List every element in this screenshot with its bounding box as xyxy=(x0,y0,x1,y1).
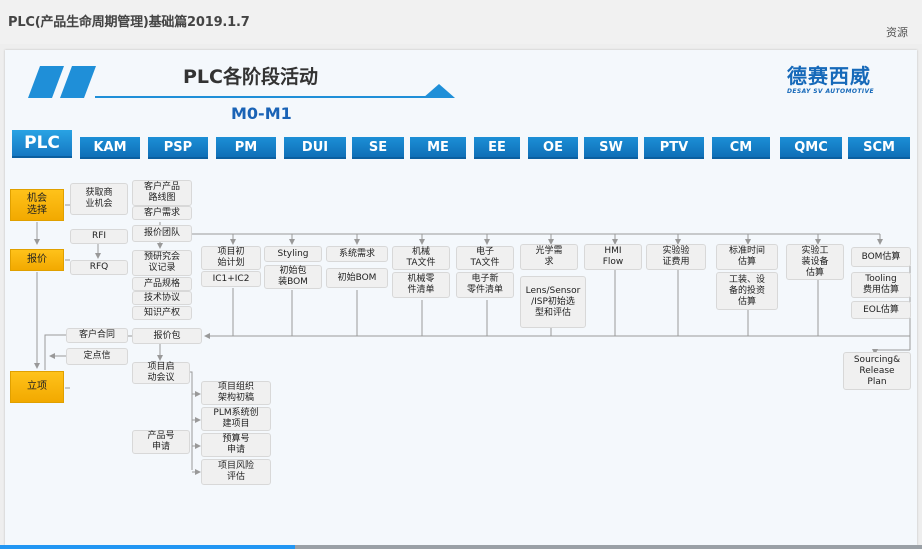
window-header: PLC(产品生命周期管理)基础篇2019.1.7 资源 xyxy=(0,0,922,44)
kam-rfi: RFI xyxy=(70,229,128,244)
dept-kam: KAM xyxy=(80,137,140,159)
stage-quote: 报价 xyxy=(10,249,64,271)
dept-pm: PM xyxy=(216,137,276,159)
pm-init-plan: 项目初 始计划 xyxy=(201,246,261,270)
ptv-test-cost: 实验验 证费用 xyxy=(646,244,706,270)
oe-lens-sensor: Lens/Sensor /ISP初始选 型和评估 xyxy=(520,276,586,328)
dept-se: SE xyxy=(352,137,404,159)
cm-std-time: 标准时间 估算 xyxy=(716,244,778,270)
dept-ee: EE xyxy=(474,137,520,159)
se-init-bom: 初始BOM xyxy=(326,268,388,288)
scm-bom-estimate: BOM估算 xyxy=(851,247,911,267)
dept-oe: OE xyxy=(528,137,578,159)
psp-requirements: 客户需求 xyxy=(132,206,192,220)
ee-elec-ta: 电子 TA文件 xyxy=(456,246,514,270)
se-sys-req: 系统需求 xyxy=(326,246,388,262)
pm-org: 项目组织 架构初稿 xyxy=(201,381,271,405)
progress-fill xyxy=(0,545,295,549)
dept-me: ME xyxy=(410,137,466,159)
resource-link[interactable]: 资源 xyxy=(886,26,908,39)
kam-contract: 客户合同 xyxy=(66,328,128,343)
decorative-stripes xyxy=(28,66,96,98)
psp-ip: 知识产权 xyxy=(132,306,192,320)
ee-elec-parts: 电子新 零件清单 xyxy=(456,272,514,298)
sw-hmi-flow: HMI Flow xyxy=(584,244,642,270)
dui-styling: Styling xyxy=(264,246,322,262)
psp-pre-research: 预研究会 议记录 xyxy=(132,250,192,276)
stage-opportunity: 机会 选择 xyxy=(10,189,64,221)
psp-tech-agreement: 技术协议 xyxy=(132,291,192,305)
dept-plc: PLC xyxy=(12,130,72,158)
dept-dui: DUI xyxy=(284,137,346,159)
kam-rfq: RFQ xyxy=(70,260,128,275)
company-logo: 德赛西威 DESAY SV AUTOMOTIVE xyxy=(787,64,897,100)
pm-budget: 预算号 申请 xyxy=(201,433,271,457)
scm-eol: EOL估算 xyxy=(851,301,911,319)
cm-tooling-invest: 工装、设 备的投资 估算 xyxy=(716,272,778,310)
dept-cm: CM xyxy=(712,137,770,159)
document-title: PLC(产品生命周期管理)基础篇2019.1.7 xyxy=(8,15,250,30)
dept-scm: SCM xyxy=(848,137,910,159)
slide-title: PLC各阶段活动 xyxy=(183,66,318,88)
dept-sw: SW xyxy=(584,137,638,159)
scm-tooling-cost: Tooling 费用估算 xyxy=(851,272,911,298)
psp-quote-package: 报价包 xyxy=(132,328,202,344)
dept-psp: PSP xyxy=(148,137,208,159)
dui-init-package: 初始包 装BOM xyxy=(264,265,322,289)
progress-track xyxy=(0,545,922,549)
kam-opportunity: 获取商 业机会 xyxy=(70,183,128,215)
psp-kickoff: 项目启 动会议 xyxy=(132,362,190,384)
phase-title: M0-M1 xyxy=(231,104,292,123)
kam-nomination: 定点信 xyxy=(66,348,128,365)
oe-optical-req: 光学需 求 xyxy=(520,244,578,270)
stage-project: 立项 xyxy=(10,371,64,403)
me-mech-parts: 机械零 件清单 xyxy=(392,272,450,298)
logo-chinese: 德赛西威 xyxy=(787,64,871,88)
pm-ic: IC1+IC2 xyxy=(201,271,261,287)
title-triangle xyxy=(423,84,455,98)
dept-ptv: PTV xyxy=(644,137,704,159)
me-mech-ta: 机械 TA文件 xyxy=(392,246,450,270)
psp-roadmap: 客户产品 路线图 xyxy=(132,180,192,206)
title-underline xyxy=(95,96,443,98)
psp-spec: 产品规格 xyxy=(132,277,192,291)
psp-product-no: 产品号 申请 xyxy=(132,430,190,454)
scm-sourcing: Sourcing& Release Plan xyxy=(843,352,911,390)
dept-qmc: QMC xyxy=(780,137,842,159)
qmc-test-equipment: 实验工 装设备 估算 xyxy=(786,244,844,280)
pm-plm: PLM系统创 建项目 xyxy=(201,407,271,431)
pm-risk: 项目风险 评估 xyxy=(201,459,271,485)
psp-quote-team: 报价团队 xyxy=(132,225,192,242)
logo-english: DESAY SV AUTOMOTIVE xyxy=(787,88,875,95)
